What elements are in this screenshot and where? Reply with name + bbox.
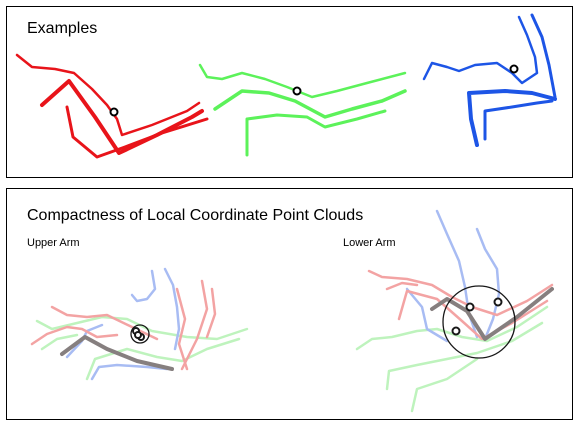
green-arm-example (198, 63, 407, 157)
green-arm-lower-stroke (245, 109, 387, 157)
red-arm-main-segment (40, 79, 204, 155)
red-arm-example (15, 53, 209, 159)
green-arm-main-segment (213, 89, 407, 119)
red-arm-lower-stroke (65, 105, 209, 159)
upper-green-strokes (35, 315, 249, 381)
compactness-title: Compactness of Local Coordinate Point Cl… (27, 207, 364, 224)
red-arm-outline-upper (15, 53, 201, 137)
compactness-figure (30, 209, 554, 413)
blue-arm-outline-upper (422, 15, 539, 85)
compactness-panel: Compactness of Local Coordinate Point Cl… (6, 188, 573, 420)
lower-joint-marker-3 (451, 326, 461, 336)
lower-arm-label: Lower Arm (343, 237, 396, 249)
lower-spread-circle (442, 285, 516, 359)
green-joint-marker (292, 86, 302, 96)
green-arm-outline-upper (198, 63, 407, 99)
lower-joint-marker-1 (465, 302, 475, 312)
lower-blue-strokes (405, 209, 501, 343)
blue-arm-example (422, 13, 557, 147)
lower-arm-cloud (355, 209, 554, 413)
upper-arm-label: Upper Arm (27, 237, 80, 249)
blue-arm-main-segment (467, 89, 557, 147)
examples-figure (15, 13, 557, 159)
red-joint-marker (109, 107, 119, 117)
blue-arm-right-stroke (530, 13, 557, 99)
lower-red-strokes (367, 269, 554, 341)
examples-panel: Examples (6, 6, 573, 178)
examples-title: Examples (27, 20, 98, 37)
blue-arm-lower-stroke (483, 99, 554, 141)
upper-blue-strokes (65, 267, 181, 381)
upper-mean-arm (60, 335, 174, 371)
upper-joint-marker-3 (134, 331, 142, 339)
lower-mean-arm (430, 287, 554, 341)
lower-green-strokes (355, 305, 549, 413)
upper-arm-cloud (30, 267, 249, 381)
upper-spread-circle (130, 324, 150, 344)
blue-joint-marker (509, 64, 519, 74)
lower-joint-marker-2 (493, 297, 503, 307)
